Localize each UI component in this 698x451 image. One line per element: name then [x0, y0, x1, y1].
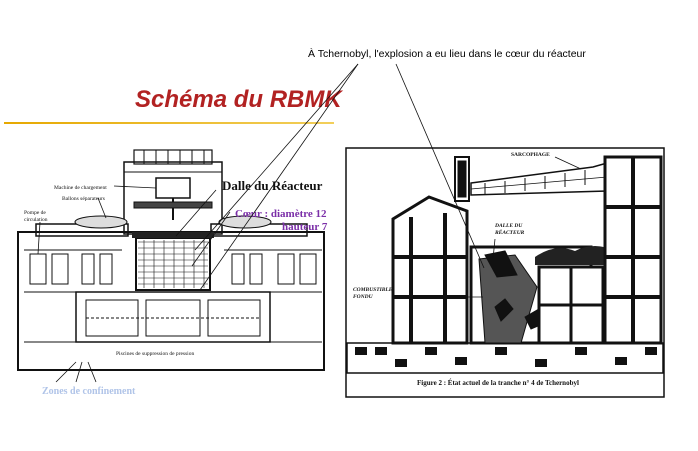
label-molten-fuel-line2: FONDU — [353, 294, 374, 300]
label-sarcophagus: SARCOPHAGE — [511, 152, 550, 158]
title-underline — [4, 122, 334, 124]
label-reactor-slab: Dalle du Réacteur — [222, 178, 323, 193]
label-molten-fuel-line1: COMBUSTIBLE — [353, 287, 393, 293]
label-steam-separators: Ballons séparateurs — [62, 196, 105, 202]
right-tower — [603, 155, 663, 345]
label-reactor-slab-line2: RÉACTEUR — [494, 228, 525, 236]
label-pump-line1: Pompe de — [24, 210, 46, 216]
right-label-pointers — [411, 156, 582, 298]
label-suppression-pools: Piscines de suppression de pression — [116, 351, 194, 357]
label-containment-zones: Zones de confinement — [42, 386, 136, 397]
pressure-suppression-pool — [85, 299, 261, 337]
label-core-diameter: Cœur : diamètre 12 — [235, 208, 327, 220]
slide-title: Schéma du RBMK — [135, 86, 342, 113]
rbmk-cross-section-diagram: Machine de chargement Ballons séparateur… — [16, 142, 330, 398]
reactor-core — [132, 232, 214, 291]
middle-block — [537, 265, 605, 345]
foundation-blocks — [355, 347, 657, 367]
label-reactor-slab-line1: DALLE DU — [494, 223, 523, 229]
top-caption: À Tchernobyl, l'explosion a eu lieu dans… — [308, 48, 586, 60]
label-pump-line2: circulation — [24, 217, 48, 223]
label-refueling-machine: Machine de chargement — [54, 185, 107, 191]
figure-caption: Figure 2 : État actuel de la tranche n° … — [417, 379, 579, 387]
chernobyl-unit4-diagram: SARCOPHAGE DALLE DU RÉACTEUR COMBUSTIBLE… — [345, 147, 665, 398]
label-core-height: hauteur 7 — [282, 221, 328, 233]
